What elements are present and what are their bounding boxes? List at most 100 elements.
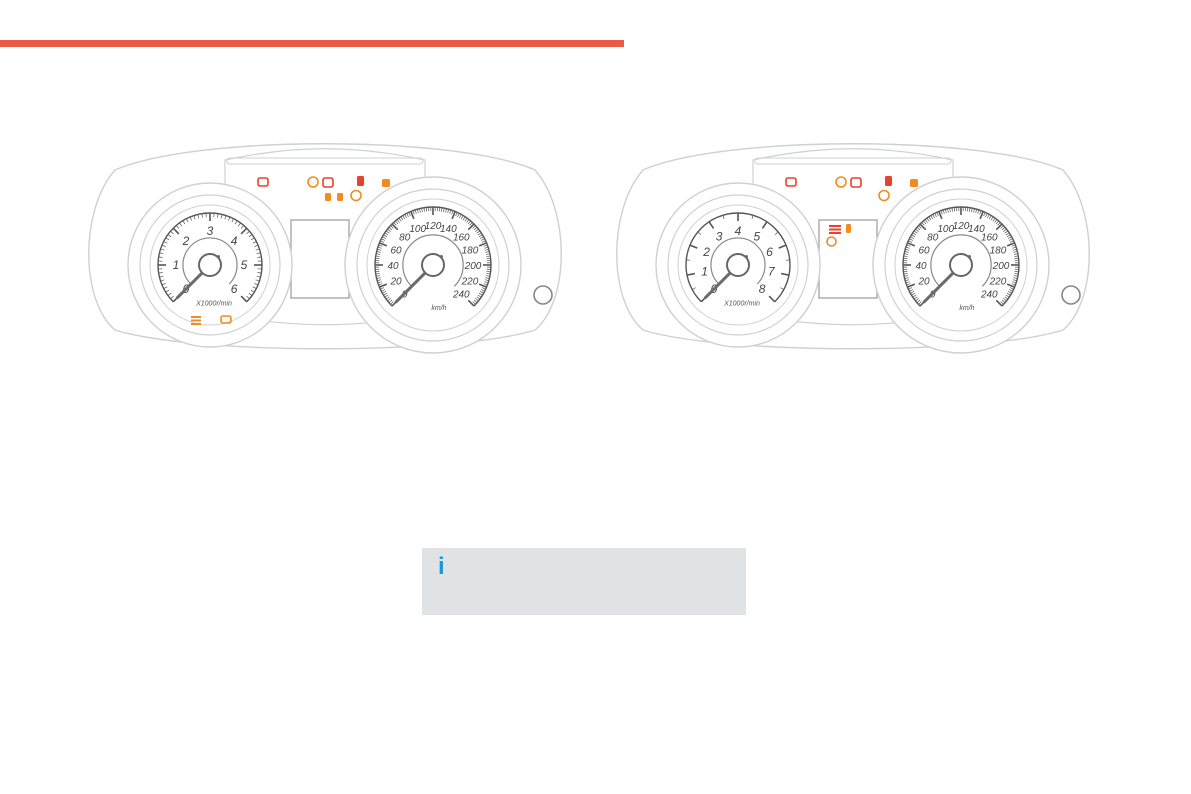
- speedometer-minor-tick: [383, 292, 388, 296]
- center-panel-top: [754, 157, 952, 165]
- speedometer-minor-tick: [378, 244, 383, 247]
- speedometer-minor-tick: [985, 213, 988, 218]
- speedometer-minor-tick: [997, 222, 1001, 226]
- brake-icon: [850, 177, 862, 188]
- speedometer-minor-tick: [485, 277, 490, 279]
- speedometer-minor-tick: [990, 216, 994, 221]
- speedometer-minor-tick: [916, 299, 921, 303]
- speedometer-tick-label: 40: [915, 261, 927, 272]
- tachometer-minor-tick: [255, 248, 260, 251]
- speedometer-bezel-inner: [884, 188, 1038, 342]
- speedometer-minor-tick: [383, 234, 388, 238]
- speedometer-minor-tick: [1005, 232, 1010, 236]
- speedometer-minor-tick: [377, 246, 382, 249]
- speedometer-minor-tick: [447, 209, 450, 214]
- tachometer-minor-tick: [217, 213, 219, 218]
- tachometer-minor-tick: [158, 272, 163, 274]
- speedometer-scale-arc: [902, 206, 1020, 307]
- speedometer-minor-tick: [377, 248, 382, 251]
- speedometer-minor-tick: [390, 225, 394, 229]
- trip-reset-knob: [1061, 285, 1081, 305]
- tachometer-hub: [198, 253, 222, 277]
- speedometer-minor-tick: [913, 230, 918, 234]
- speedometer-minor-tick: [1003, 228, 1007, 232]
- tachometer-major-tick: [761, 221, 768, 229]
- speedometer-minor-tick: [1003, 298, 1007, 302]
- speedometer-minor-tick: [1008, 289, 1013, 292]
- speedometer-minor-tick: [384, 294, 389, 298]
- speedometer-minor-tick: [466, 219, 470, 223]
- speedometer-minor-tick: [475, 228, 479, 232]
- speedometer-minor-tick: [419, 208, 421, 213]
- speedometer-major-tick: [995, 223, 1003, 231]
- speedometer-major-tick: [995, 299, 1003, 307]
- tachometer-minor-tick: [186, 218, 189, 223]
- tachometer-minor-tick: [167, 292, 172, 296]
- speedometer-minor-tick: [398, 217, 402, 222]
- speedometer-minor-tick: [473, 227, 478, 231]
- tachometer-minor-tick: [182, 220, 186, 225]
- speedometer-minor-tick: [928, 216, 932, 221]
- speedometer-minor-tick: [1011, 283, 1016, 286]
- speedometer-tick-label: 240: [452, 289, 470, 300]
- cluster-svg: 0123456X1000r/min02040608010012014016018…: [88, 143, 562, 354]
- speedometer-minor-tick: [462, 216, 466, 221]
- speedometer-minor-tick: [375, 255, 380, 257]
- speedometer-minor-tick: [387, 298, 391, 302]
- engine-check-icon: [878, 189, 890, 202]
- speedometer-minor-tick: [904, 275, 909, 277]
- speedometer-minor-tick: [1014, 273, 1019, 275]
- speedometer-minor-tick: [457, 213, 460, 218]
- speedometer-minor-tick: [1004, 230, 1009, 234]
- tachometer-bezel-inner: [667, 194, 809, 336]
- speedometer-minor-tick: [909, 238, 914, 241]
- tachometer-minor-tick: [161, 244, 166, 247]
- tachometer-major-tick: [240, 295, 248, 303]
- speedometer-minor-tick: [443, 208, 445, 213]
- tachometer-minor-tick: [161, 283, 166, 286]
- center-panel-top: [226, 157, 424, 165]
- tachometer-tick-label: 8: [759, 282, 766, 296]
- speedometer-tick-label: 200: [464, 261, 482, 272]
- tachometer-major-tick: [689, 244, 698, 249]
- speedometer-major-tick: [410, 211, 415, 220]
- speedometer-tick-label: 20: [917, 276, 930, 287]
- oil-pressure-icon: [829, 225, 841, 234]
- speedometer-tick-label: 80: [927, 233, 939, 244]
- cluster-svg: 012345678X1000r/min020406080100120140160…: [616, 143, 1090, 354]
- tachometer-unit-label: X1000r/min: [723, 301, 760, 308]
- info-icon: i: [438, 553, 445, 580]
- speedometer-minor-tick: [388, 299, 393, 303]
- speedometer-minor-tick: [951, 207, 953, 212]
- tachometer-tick-label: 1: [173, 258, 180, 272]
- speedometer-minor-tick: [944, 209, 947, 214]
- speedometer-minor-tick: [912, 232, 917, 236]
- speedometer-minor-tick: [481, 240, 486, 243]
- speedometer-minor-tick: [385, 230, 390, 234]
- tachometer-tick-label: 3: [716, 230, 723, 244]
- speedometer-tick-label: 120: [953, 221, 970, 232]
- speedometer-minor-tick: [936, 212, 939, 217]
- speedometer-minor-tick: [904, 277, 909, 279]
- speedometer-minor-tick: [1013, 251, 1018, 253]
- speedometer-minor-tick: [485, 275, 490, 277]
- speedometer-tick-label: 80: [399, 233, 411, 244]
- tachometer-minor-tick: [193, 215, 196, 220]
- speedometer-minor-tick: [478, 292, 483, 296]
- speedometer-minor-tick: [988, 215, 992, 220]
- tachometer-minor-tick: [697, 231, 702, 235]
- speedometer-minor-tick: [992, 217, 996, 222]
- speedometer-minor-tick: [376, 251, 381, 253]
- speedometer-minor-tick: [421, 208, 423, 213]
- speedometer-minor-tick: [455, 212, 458, 217]
- speedometer-minor-tick: [393, 222, 397, 226]
- speedometer-minor-tick: [940, 210, 943, 215]
- speedometer-major-tick: [907, 242, 916, 247]
- info-note-box: i: [422, 548, 746, 615]
- tachometer-minor-tick: [234, 220, 238, 225]
- speedometer-minor-tick: [395, 220, 399, 225]
- tachometer-major-tick: [708, 221, 715, 229]
- glow-plug-icon: [191, 316, 201, 325]
- speedometer-minor-tick: [445, 208, 447, 213]
- speedometer-minor-tick: [905, 248, 910, 251]
